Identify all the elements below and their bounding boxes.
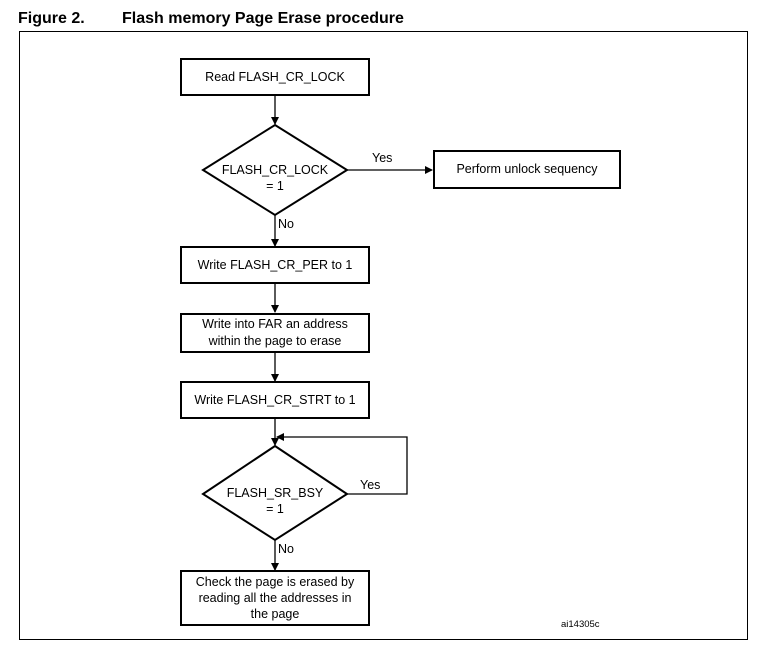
unlock-label: Perform unlock sequency <box>456 162 598 176</box>
lock-no-label: No <box>278 217 294 231</box>
unlock-box: Perform unlock sequency <box>433 150 621 189</box>
bsy-no-label: No <box>278 542 294 556</box>
write-strt-box: Write FLASH_CR_STRT to 1 <box>180 381 370 419</box>
figure-caption: Flash memory Page Erase procedure <box>122 10 404 27</box>
write-strt-label: Write FLASH_CR_STRT to 1 <box>194 392 356 407</box>
read-lock-box: Read FLASH_CR_LOCK <box>180 58 370 96</box>
figure-frame <box>19 31 748 640</box>
check-line2: reading all the addresses in <box>198 591 352 605</box>
lock-yes-label: Yes <box>372 151 393 165</box>
figure-title: Figure 2. Flash memory Page Erase procedu… <box>18 10 404 28</box>
lock-decision-text: FLASH_CR_LOCK = 1 <box>205 162 345 194</box>
check-line1: Check the page is erased by <box>195 575 355 589</box>
edge-bsy-yes-loop <box>276 433 408 495</box>
bsy-decision-line1: FLASH_SR_BSY <box>226 486 324 500</box>
write-far-box: Write into FAR an address within the pag… <box>180 313 370 353</box>
read-lock-label: Read FLASH_CR_LOCK <box>205 69 345 84</box>
check-line3: the page <box>250 607 300 621</box>
figure-number: Figure 2. <box>18 10 85 27</box>
lock-decision-line2: = 1 <box>266 179 284 193</box>
write-far-line1: Write into FAR an address <box>202 317 348 331</box>
write-per-box: Write FLASH_CR_PER to 1 <box>180 246 370 284</box>
bsy-decision-line2: = 1 <box>266 502 284 516</box>
lock-decision-line1: FLASH_CR_LOCK <box>221 163 329 177</box>
bsy-yes-label: Yes <box>360 478 381 492</box>
figure-ref-code: ai14305c <box>561 619 600 630</box>
bsy-decision-text: FLASH_SR_BSY = 1 <box>205 485 345 517</box>
write-far-line2: within the page to erase <box>208 334 342 348</box>
write-per-label: Write FLASH_CR_PER to 1 <box>197 257 353 272</box>
check-page-box: Check the page is erased by reading all … <box>180 570 370 626</box>
